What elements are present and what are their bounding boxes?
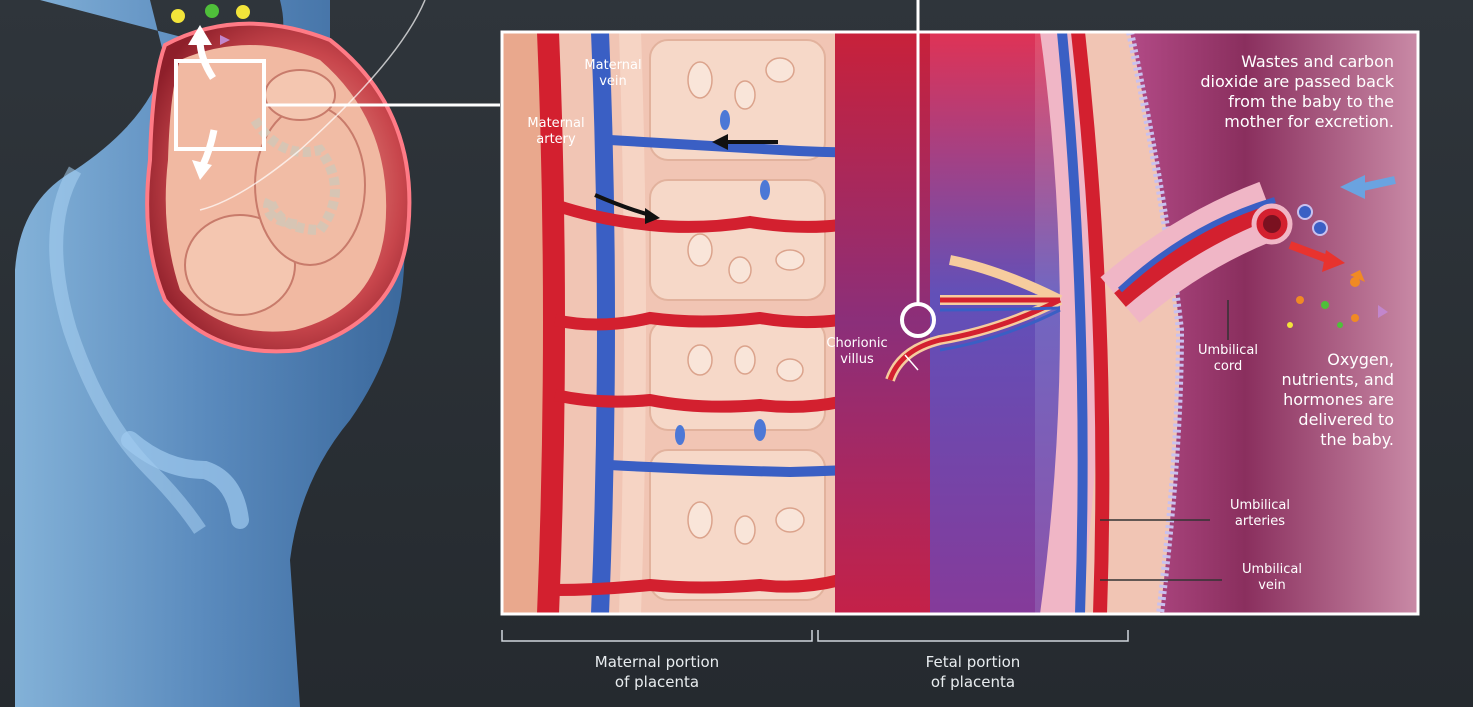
label-maternal-artery: Maternal artery	[517, 116, 595, 149]
note-wastes: Wastes and carbon dioxide are passed bac…	[1160, 52, 1394, 132]
label-umbilical-vein: Umbilical vein	[1225, 562, 1319, 595]
caption-maternal-portion: Maternal portion of placenta	[560, 652, 754, 693]
label-umbilical-arteries: Umbilical arteries	[1213, 498, 1307, 531]
label-chorionic-villus: Chorionic villus	[812, 336, 902, 369]
nutrient-dot-yellow	[171, 9, 185, 23]
note-oxygen: Oxygen, nutrients, and hormones are deli…	[1250, 350, 1394, 450]
label-maternal-vein: Maternal vein	[573, 58, 653, 91]
nutrient-dot-green	[205, 4, 219, 18]
nutrient-dot-yellow-2	[236, 5, 250, 19]
caption-fetal-portion: Fetal portion of placenta	[876, 652, 1070, 693]
